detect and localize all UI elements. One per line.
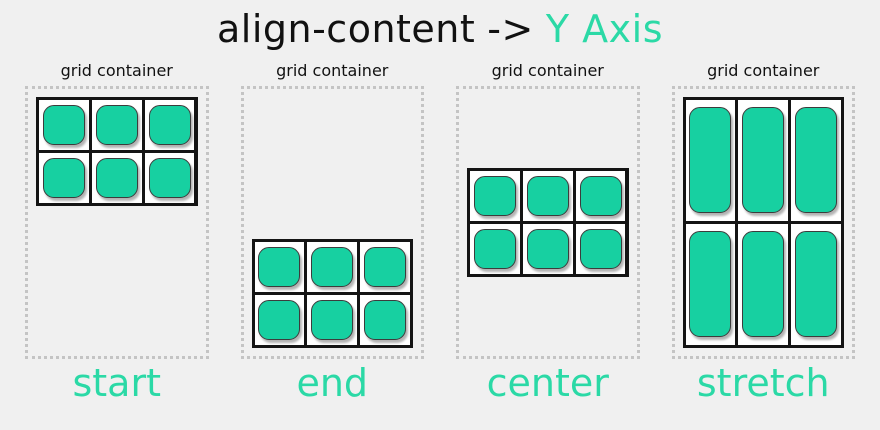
grid-cell bbox=[144, 152, 195, 203]
grid-container-label: grid container bbox=[491, 60, 604, 80]
value-label-start: start bbox=[72, 360, 161, 405]
grid-cell bbox=[685, 99, 736, 221]
grid-container-center bbox=[456, 85, 640, 359]
grid-cell bbox=[254, 294, 305, 345]
grid-cell bbox=[522, 223, 573, 274]
panel-stretch: grid container stretch bbox=[671, 60, 855, 408]
grid-container-label: grid container bbox=[707, 60, 820, 80]
arrow-icon: -> bbox=[487, 7, 534, 51]
grid-item bbox=[579, 175, 622, 216]
grid-item bbox=[42, 157, 85, 198]
grid-cell bbox=[791, 223, 841, 345]
grid-item bbox=[795, 107, 838, 214]
grid-item bbox=[526, 175, 569, 216]
grid-container-label: grid container bbox=[60, 60, 173, 80]
grid-item bbox=[689, 231, 732, 338]
grid-item bbox=[311, 246, 354, 287]
grid-item bbox=[148, 157, 191, 198]
grid bbox=[251, 238, 413, 348]
grid-container-start bbox=[25, 85, 209, 359]
grid-cell bbox=[575, 170, 626, 221]
property-name: align-content bbox=[216, 7, 476, 51]
grid-cell bbox=[91, 99, 142, 150]
grid-item bbox=[689, 107, 732, 214]
grid-cell bbox=[144, 99, 195, 150]
grid-cell bbox=[791, 99, 841, 221]
grid-cell bbox=[470, 223, 520, 274]
grid-cell bbox=[360, 294, 410, 345]
grid-container-stretch bbox=[671, 85, 855, 359]
grid-cell bbox=[522, 170, 573, 221]
grid-cell bbox=[470, 170, 520, 221]
grid-item bbox=[311, 299, 354, 340]
panel-end: grid container end bbox=[240, 60, 424, 408]
grid-cell bbox=[91, 152, 142, 203]
grid-cell bbox=[39, 152, 89, 203]
grid-item bbox=[148, 104, 191, 145]
axis-label: Y Axis bbox=[545, 7, 663, 51]
panel-center: grid container center bbox=[456, 61, 640, 408]
grid-container-label: grid container bbox=[276, 60, 389, 80]
grid-cell bbox=[738, 99, 789, 221]
grid-item bbox=[742, 231, 785, 338]
grid bbox=[682, 96, 844, 348]
grid-item bbox=[95, 157, 138, 198]
grid-item bbox=[742, 107, 785, 214]
grid-cell bbox=[254, 241, 305, 292]
grid bbox=[467, 167, 629, 277]
grid-cell bbox=[39, 99, 89, 150]
grid-item bbox=[473, 175, 516, 216]
grid-cell bbox=[685, 223, 736, 345]
value-label-center: center bbox=[486, 360, 609, 405]
grid-cell bbox=[307, 241, 358, 292]
grid-item bbox=[42, 104, 85, 145]
grid-item bbox=[364, 246, 407, 287]
grid-item bbox=[95, 104, 138, 145]
grid-cell bbox=[738, 223, 789, 345]
grid-item bbox=[258, 246, 301, 287]
grid-cell bbox=[360, 241, 410, 292]
grid-cell bbox=[575, 223, 626, 274]
grid-item bbox=[473, 228, 516, 269]
value-label-stretch: stretch bbox=[696, 360, 830, 405]
grid-item bbox=[795, 231, 838, 338]
grid bbox=[36, 96, 198, 206]
panel-start: grid container start bbox=[25, 61, 209, 408]
grid-item bbox=[258, 299, 301, 340]
page-title: align-content->Y Axis bbox=[0, 0, 880, 53]
grid-item bbox=[364, 299, 407, 340]
grid-container-end bbox=[240, 85, 424, 359]
value-label-end: end bbox=[296, 360, 369, 405]
panels-row: grid container start grid container end … bbox=[0, 61, 880, 408]
grid-item bbox=[526, 228, 569, 269]
grid-cell bbox=[307, 294, 358, 345]
grid-item bbox=[579, 228, 622, 269]
